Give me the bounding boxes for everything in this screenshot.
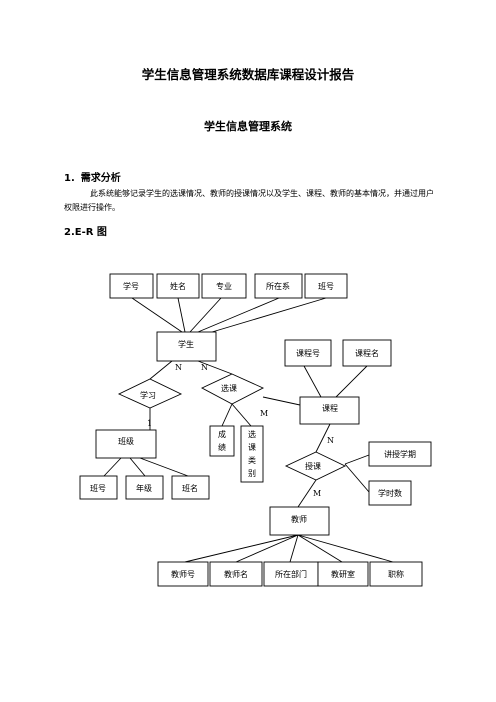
relation-study: 学习 bbox=[117, 378, 183, 409]
svg-text:教师名: 教师名 bbox=[224, 569, 248, 579]
svg-text:课程名: 课程名 bbox=[355, 348, 379, 358]
svg-text:班号: 班号 bbox=[90, 483, 106, 493]
teacher-attr-no: 教师号 bbox=[157, 561, 209, 587]
requirements-text: 此系统能够记录学生的选课情况、教师的授课情况以及学生、课程、教师的基本情况，并通… bbox=[64, 189, 434, 212]
svg-text:授课: 授课 bbox=[305, 461, 321, 471]
student-attr-xuehao: 学号 bbox=[109, 273, 154, 299]
svg-text:选课: 选课 bbox=[221, 383, 237, 393]
student-attr-name: 姓名 bbox=[156, 273, 200, 299]
svg-text:姓名: 姓名 bbox=[170, 281, 186, 291]
card-elect-student: N bbox=[201, 363, 208, 372]
svg-text:类: 类 bbox=[248, 455, 256, 465]
svg-text:课程号: 课程号 bbox=[296, 349, 320, 358]
teacher-attr-dept: 所在部门 bbox=[263, 561, 319, 587]
teacher-attr-office: 教研室 bbox=[317, 561, 369, 587]
entity-student: 学生 bbox=[156, 331, 217, 362]
svg-text:年级: 年级 bbox=[136, 483, 152, 493]
relation-elect: 选课 bbox=[200, 373, 265, 405]
class-attr-no: 班号 bbox=[79, 475, 118, 500]
student-attr-class-no: 班号 bbox=[304, 273, 348, 299]
relation-teach: 授课 bbox=[284, 451, 347, 481]
section-1-heading: 1. 需求分析 bbox=[64, 169, 121, 184]
card-study-class: 1 bbox=[147, 419, 152, 428]
svg-text:班级: 班级 bbox=[118, 436, 134, 446]
card-teach-course: N bbox=[327, 436, 334, 445]
svg-text:选: 选 bbox=[248, 429, 256, 439]
svg-text:讲授学期: 讲授学期 bbox=[384, 449, 416, 459]
svg-text:别: 别 bbox=[248, 469, 256, 478]
svg-text:学生: 学生 bbox=[178, 339, 194, 349]
entity-class: 班级 bbox=[95, 429, 157, 459]
svg-text:学习: 学习 bbox=[140, 390, 156, 400]
teacher-attr-title: 职称 bbox=[369, 561, 423, 587]
card-teach-teacher: M bbox=[313, 489, 321, 498]
entity-course: 课程 bbox=[299, 396, 360, 425]
svg-text:学时数: 学时数 bbox=[378, 488, 402, 498]
student-attr-dept: 所在系 bbox=[254, 273, 303, 299]
svg-text:教师号: 教师号 bbox=[171, 569, 195, 579]
requirements-paragraph: 此系统能够记录学生的选课情况、教师的授课情况以及学生、课程、教师的基本情况，并通… bbox=[64, 187, 436, 215]
er-connectors bbox=[103, 297, 394, 563]
section-1-number: 1. bbox=[64, 173, 75, 184]
svg-text:教研室: 教研室 bbox=[331, 569, 355, 579]
svg-text:班号: 班号 bbox=[318, 281, 334, 291]
svg-text:绩: 绩 bbox=[218, 442, 226, 452]
svg-text:所在系: 所在系 bbox=[266, 281, 290, 291]
document-title: 学生信息管理系统数据库课程设计报告 bbox=[141, 67, 355, 82]
svg-text:专业: 专业 bbox=[216, 281, 232, 291]
svg-text:课: 课 bbox=[248, 443, 256, 452]
svg-text:所在部门: 所在部门 bbox=[275, 569, 307, 579]
svg-text:课程: 课程 bbox=[322, 404, 338, 413]
section-2-heading: 2.E-R 图 bbox=[64, 227, 107, 238]
student-attr-major: 专业 bbox=[201, 273, 247, 299]
elect-attr-type: 选 课 类 别 bbox=[240, 425, 264, 483]
section-1-title: 需求分析 bbox=[80, 173, 121, 184]
elect-attr-grade: 成 绩 bbox=[209, 425, 235, 457]
document-subtitle: 学生信息管理系统 bbox=[204, 120, 292, 133]
course-attr-no: 课程号 bbox=[284, 339, 332, 367]
svg-text:教师: 教师 bbox=[291, 514, 307, 524]
class-attr-name: 班名 bbox=[171, 475, 210, 500]
teach-attr-term: 讲授学期 bbox=[368, 441, 432, 467]
svg-text:职称: 职称 bbox=[388, 569, 404, 579]
svg-text:学号: 学号 bbox=[123, 281, 139, 291]
entity-teacher: 教师 bbox=[269, 506, 330, 536]
svg-text:成: 成 bbox=[218, 429, 226, 439]
teach-attr-hours: 学时数 bbox=[368, 480, 412, 506]
svg-text:班名: 班名 bbox=[182, 483, 198, 493]
teacher-attr-name: 教师名 bbox=[209, 561, 263, 587]
course-attr-name: 课程名 bbox=[342, 339, 392, 367]
card-elect-course: M bbox=[260, 409, 268, 418]
class-attr-grade: 年级 bbox=[125, 475, 164, 500]
card-study-student: N bbox=[175, 363, 182, 372]
